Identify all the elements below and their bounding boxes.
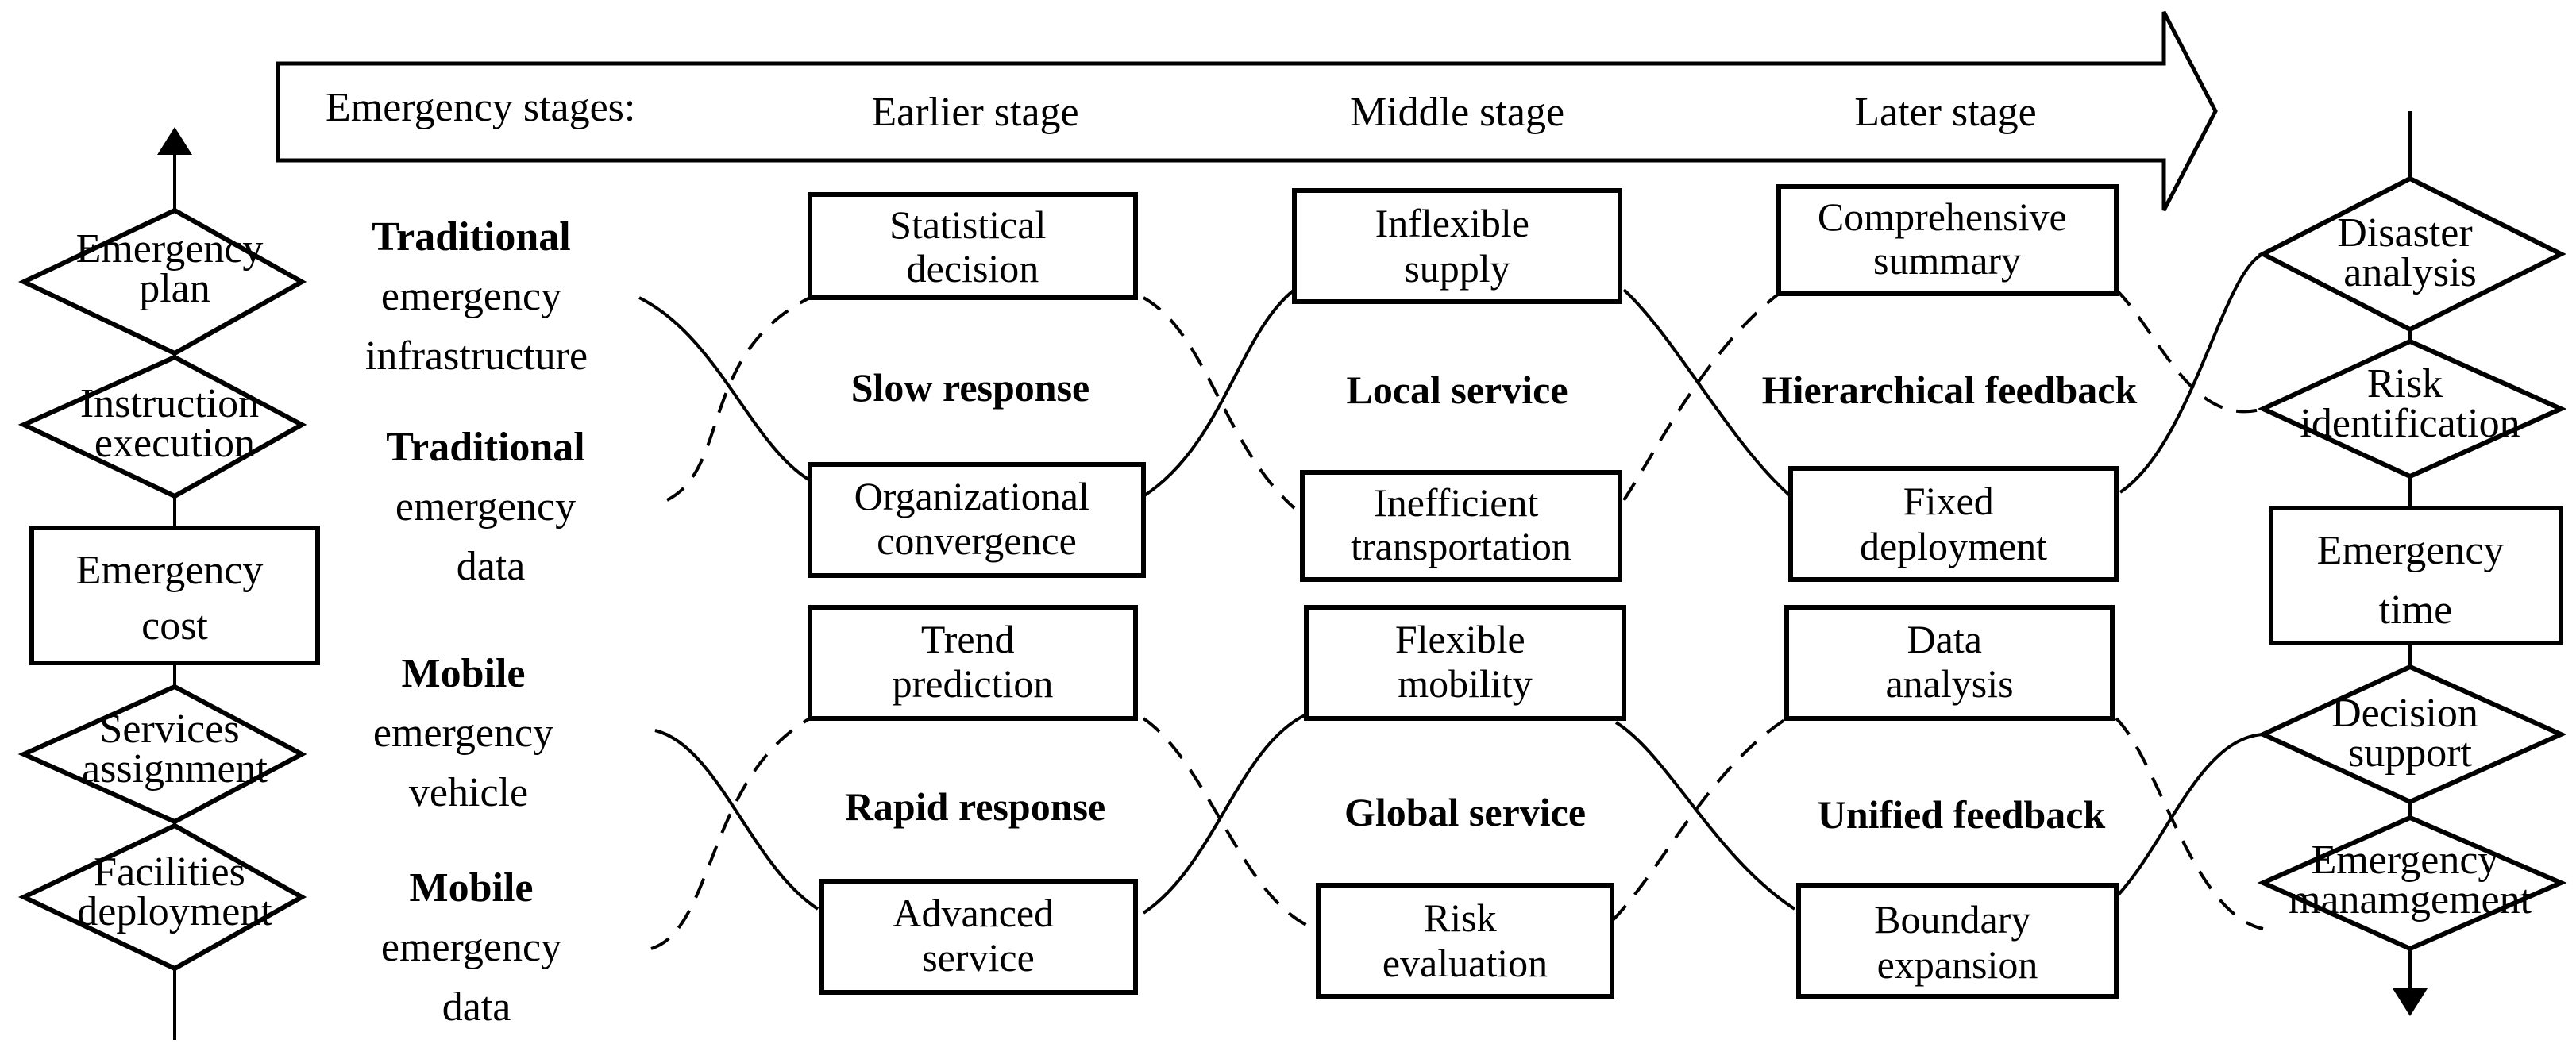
text-inefficient-transportation: Inefficient transportation [1351, 480, 1571, 568]
solid-wave-mobile [654, 713, 2264, 915]
text-fixed-deployment: Fixed deployment [1860, 479, 2047, 568]
row-label-mobile-vehicle: Mobile emergency vehicle [373, 651, 564, 815]
feature-local-service: Local service [1346, 368, 1568, 412]
box-risk-evaluation [1316, 883, 1614, 999]
label-emergency-time: Emergency time [2317, 528, 2515, 633]
dashed-wave-mobile [650, 717, 2264, 950]
label-decision-support: Decision support [2331, 691, 2489, 776]
text-comprehensive-summary: Comprehensive summary [1818, 194, 2077, 283]
box-inflexible-supply [1292, 188, 1622, 304]
stage-later: Later stage [1854, 90, 2037, 135]
text-flexible-mobility: Flexible mobility [1395, 617, 1535, 706]
left-column: Emergency plan Instruction execution Eme… [17, 127, 320, 1040]
text-boundary-expansion: Boundary expansion [1874, 897, 2041, 987]
diamond-risk-identification [2257, 338, 2567, 480]
diamond-decision-support [2257, 664, 2567, 805]
label-risk-identification: Risk identification [2300, 361, 2520, 446]
left-axis-arrowhead [157, 127, 192, 155]
text-data-analysis: Data analysis [1885, 617, 2013, 706]
diamond-emergency-plan [17, 207, 307, 356]
mobile-boxes: Trend prediction Flexible mobility Data … [808, 605, 2119, 999]
box-flexible-mobility [1304, 605, 1626, 721]
traditional-connectors [638, 252, 2264, 510]
stages-arrow: Emergency stages: Earlier stage Middle s… [276, 10, 2218, 212]
text-trend-prediction: Trend prediction [893, 617, 1054, 706]
text-risk-evaluation: Risk evaluation [1382, 895, 1548, 985]
text-inflexible-supply: Inflexible supply [1375, 201, 1540, 291]
box-comprehensive-summary [1776, 184, 2119, 296]
feature-slow-response: Slow response [851, 365, 1090, 410]
stages-arrow-shape [276, 10, 2218, 212]
rect-emergency-cost [29, 526, 320, 665]
box-inefficient-transportation [1300, 470, 1622, 582]
box-fixed-deployment [1788, 466, 2119, 582]
box-data-analysis [1784, 605, 2115, 721]
feature-unified-feedback: Unified feedback [1818, 792, 2106, 837]
label-emergency-management: Emergency manamgement [2289, 838, 2532, 922]
box-statistical-decision [808, 192, 1138, 300]
dashed-wave-traditional [666, 288, 2264, 510]
box-advanced-service [819, 879, 1138, 995]
stages-label: Emergency stages: [326, 85, 635, 130]
right-column: Disaster analysis Risk identification Em… [2257, 111, 2567, 1016]
box-boundary-expansion [1796, 883, 2119, 999]
right-axis-arrowhead [2393, 988, 2428, 1016]
text-statistical-decision: Statistical decision [889, 202, 1056, 291]
diamond-services-assignment [17, 684, 307, 825]
label-services-assignment: Services assignment [82, 707, 268, 791]
text-advanced-service: Advanced service [893, 891, 1063, 980]
diamond-instruction-execution [17, 354, 307, 499]
feature-hierarchical-feedback: Hierarchical feedback [1762, 368, 2138, 412]
stage-middle: Middle stage [1350, 90, 1564, 135]
box-organizational-convergence [808, 462, 1146, 578]
box-trend-prediction [808, 605, 1138, 721]
row-label-traditional-data: Traditional emergency data [386, 425, 595, 589]
traditional-boxes: Statistical decision Inflexible supply C… [808, 184, 2138, 582]
label-emergency-plan: Emergency plan [76, 226, 274, 311]
diamond-emergency-management [2257, 815, 2567, 952]
label-disaster-analysis: Disaster analysis [2337, 210, 2482, 295]
text-organizational-convergence: Organizational convergence [854, 474, 1100, 563]
feature-global-service: Global service [1344, 790, 1586, 834]
stage-earlier: Earlier stage [871, 90, 1078, 135]
mobile-connectors [650, 713, 2264, 950]
row-label-traditional-infrastructure: Traditional emergency infrastructure [365, 214, 588, 379]
diamond-facilities-deployment [17, 822, 307, 972]
feature-rapid-response: Rapid response [845, 784, 1105, 829]
label-facilities-deployment: Facilities deployment [77, 849, 272, 934]
row-label-mobile-data: Mobile emergency data [381, 865, 572, 1030]
label-instruction-execution: Instruction execution [80, 381, 269, 466]
rect-emergency-time [2269, 506, 2563, 645]
label-emergency-cost: Emergency cost [76, 548, 274, 649]
diamond-disaster-analysis [2258, 175, 2566, 333]
row-labels: Traditional emergency infrastructure Tra… [365, 214, 595, 1030]
solid-wave-traditional [638, 252, 2264, 498]
